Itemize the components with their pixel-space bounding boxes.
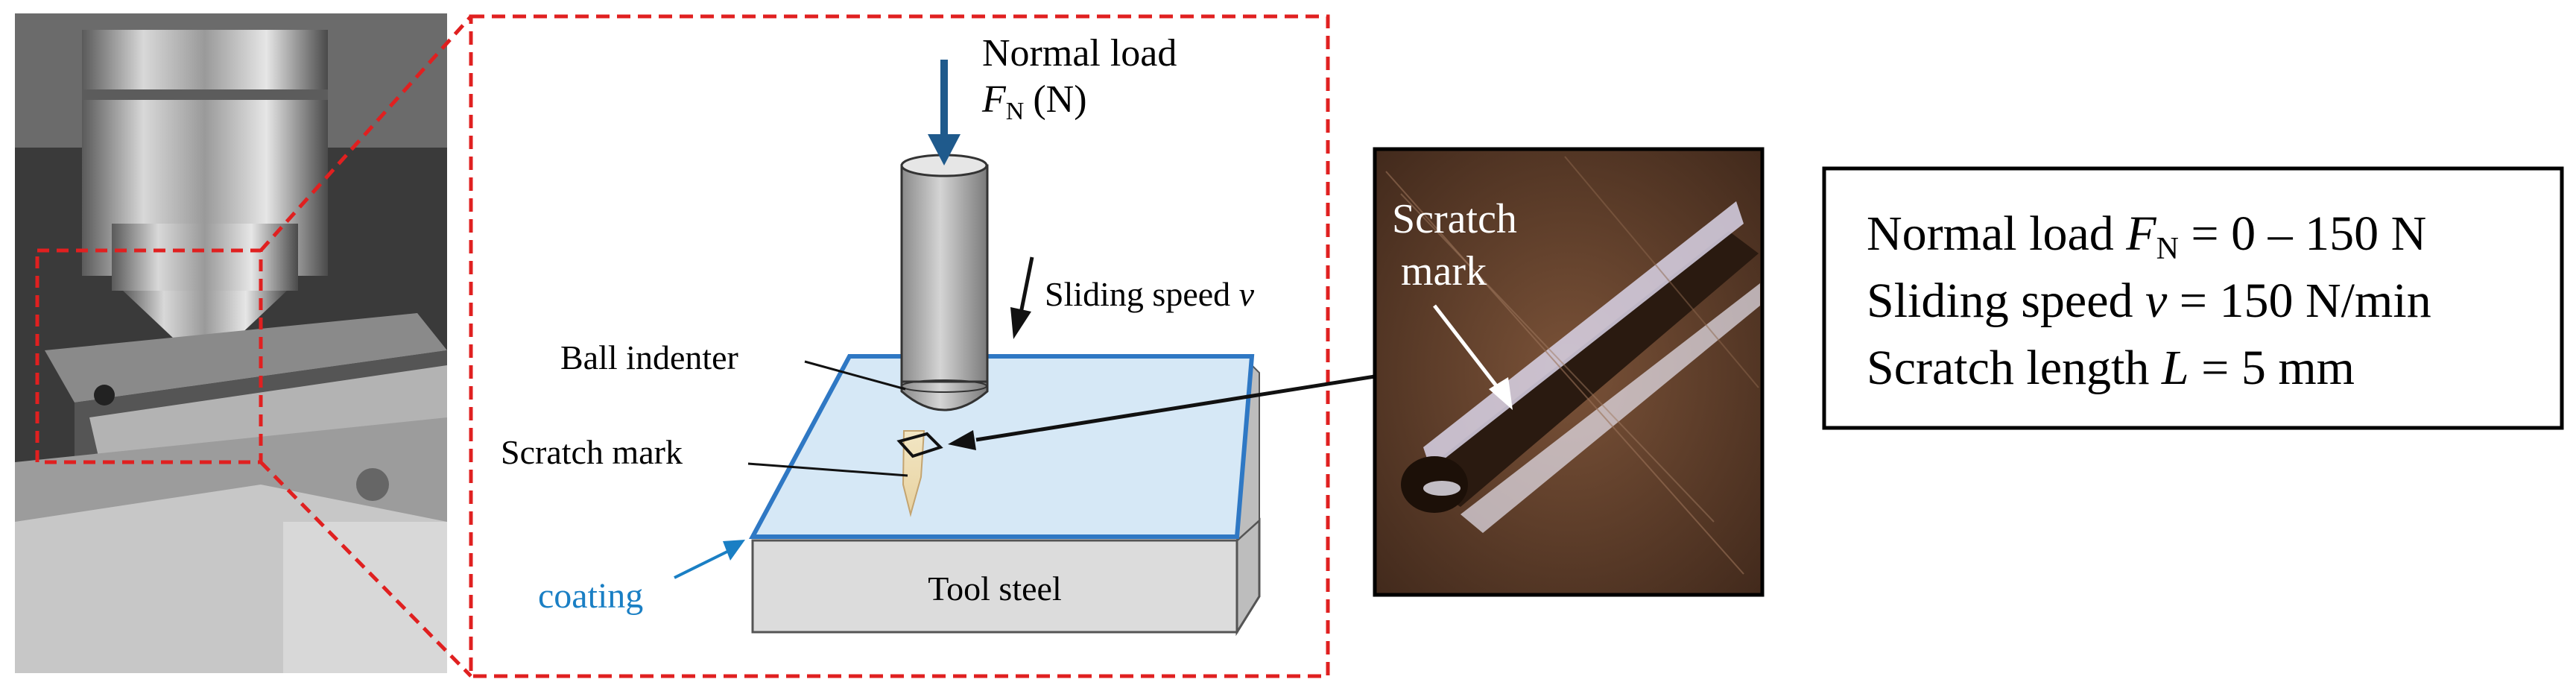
- coating-layer: [748, 354, 1255, 539]
- micrograph-link-arrowhead: [948, 430, 976, 450]
- param-sliding-speed: Sliding speed v = 150 N/min: [1867, 274, 2431, 328]
- normal-load-symbol: FN(N): [981, 78, 1087, 125]
- scratch-mark-label: Scratch mark: [501, 433, 683, 471]
- sliding-speed-arrow: [1010, 307, 1031, 339]
- schematic-frame: [469, 14, 1330, 678]
- ball-indenter-label: Ball indenter: [560, 338, 738, 376]
- tool-steel-block: [751, 363, 1261, 637]
- normal-load-arrow: [928, 134, 961, 165]
- ball-indenter: [900, 154, 989, 411]
- micrograph-image: [1373, 147, 1765, 597]
- zoom-connector-top: [259, 15, 472, 252]
- micrograph-link-line: [975, 374, 1376, 442]
- scratch-mark-leader: [747, 462, 908, 477]
- ball-indenter-leader: [804, 360, 906, 391]
- coating-label: coating: [538, 576, 643, 616]
- tool-steel-label: Tool steel: [928, 570, 1061, 608]
- micrograph-arrow: [1489, 377, 1513, 410]
- micrograph-label-line1: Scratch: [1392, 196, 1517, 242]
- machine-photo: [15, 13, 447, 673]
- normal-load-label: Normal load: [982, 32, 1177, 75]
- sliding-speed-label: Sliding speed v: [1045, 275, 1255, 313]
- param-scratch-length: Scratch length L = 5 mm: [1867, 341, 2355, 395]
- scratch-mark-box: [896, 432, 943, 458]
- coating-arrow: [723, 540, 745, 561]
- parameters-box: [1822, 166, 2564, 430]
- param-normal-load: Normal load FN = 0 – 150 N: [1867, 206, 2426, 266]
- zoom-connector-bottom: [259, 461, 472, 678]
- micrograph-label-line2: mark: [1401, 248, 1487, 294]
- zoom-region-box: [35, 248, 263, 464]
